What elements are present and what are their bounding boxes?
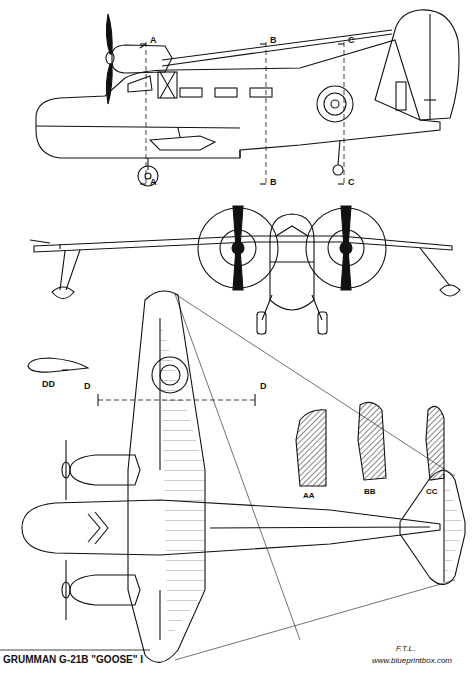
credit-text: F.T.L. [396, 645, 415, 653]
section-marker: AA [303, 492, 315, 500]
section-marker: BB [364, 488, 376, 496]
plan-view [22, 291, 465, 662]
section-marker: C [348, 36, 355, 45]
section-marker: CC [426, 488, 438, 496]
sections [28, 358, 444, 486]
side-view [36, 10, 459, 186]
section-marker: DD [42, 380, 55, 389]
section-marker: B [270, 178, 277, 187]
section-marker: A [150, 36, 157, 45]
section-marker: B [270, 36, 277, 45]
drawing-title: GRUMMAN G-21B "GOOSE" I [3, 655, 143, 665]
front-view [30, 206, 460, 334]
section-marker: C [348, 178, 355, 187]
credit-text: www.blueprintbox.com [372, 657, 452, 665]
section-marker: D [84, 382, 91, 391]
section-marker: A [150, 178, 157, 187]
section-marker: D [260, 382, 267, 391]
